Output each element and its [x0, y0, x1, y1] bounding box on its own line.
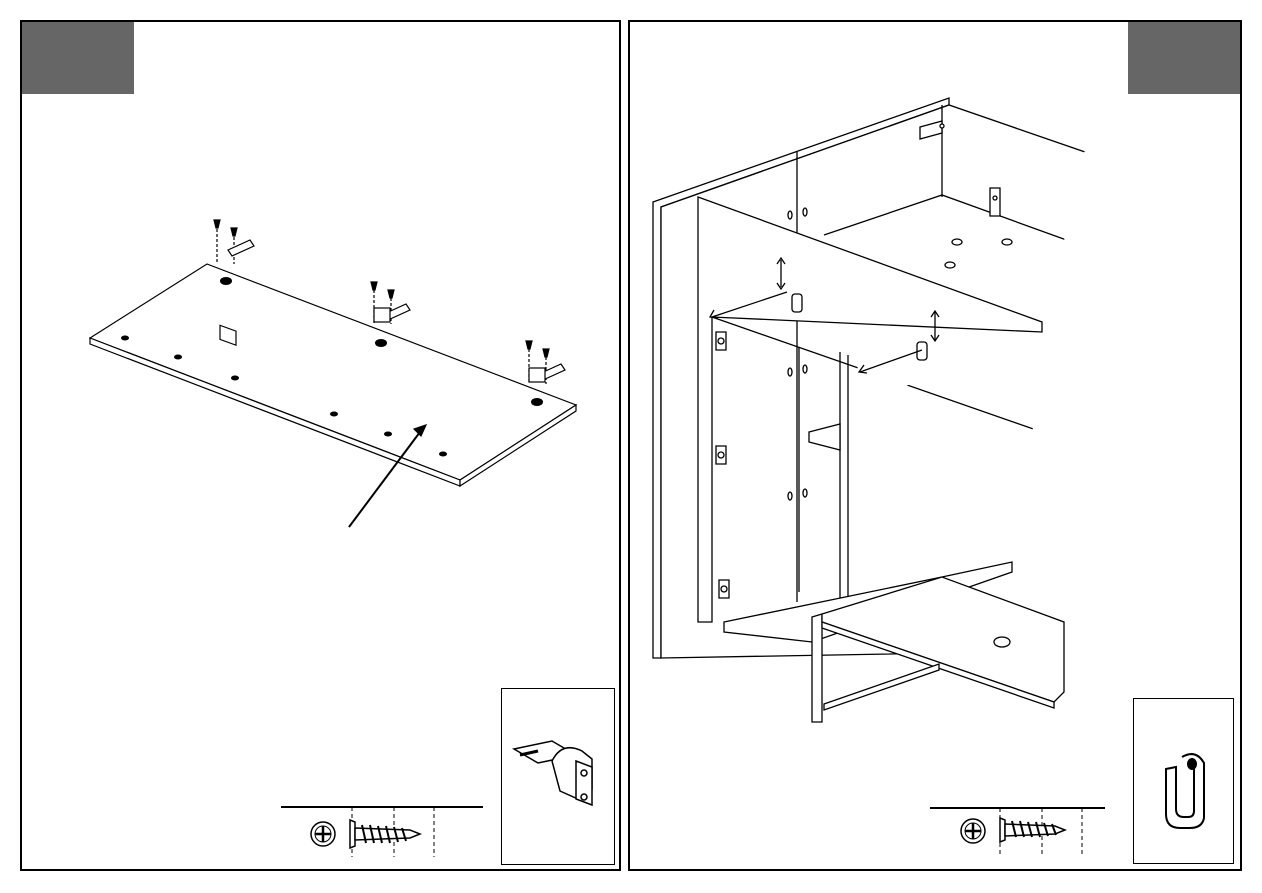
screw-side-icon [350, 820, 420, 848]
screw-legend [22, 22, 623, 873]
left-instruction-page [20, 20, 621, 871]
screw-side-icon [1000, 818, 1065, 842]
phillips-screw-icon [311, 822, 335, 846]
right-instruction-page [628, 20, 1242, 871]
phillips-screw-icon [961, 819, 985, 843]
screw-legend [630, 22, 1244, 873]
